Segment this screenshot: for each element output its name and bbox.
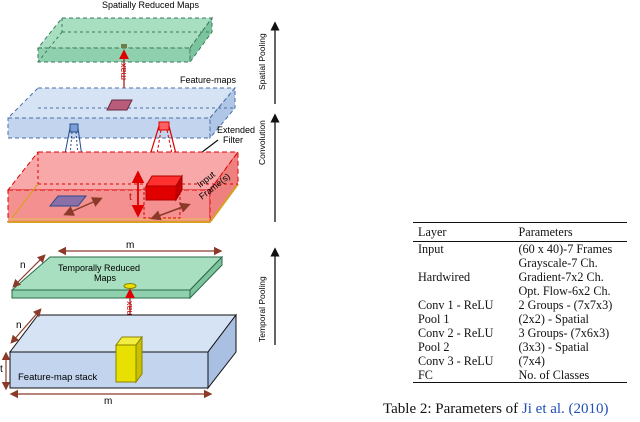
cell-layer <box>413 256 505 270</box>
table-row: Conv 1 - ReLU 2 Groups - (7x7x3) <box>413 298 627 312</box>
red-filter-motion-arrow <box>150 202 191 221</box>
temporally-reduced-maps-plate <box>10 255 224 300</box>
feature-maps-plate <box>6 86 237 140</box>
spatially-reduced-maps-plate <box>36 16 213 64</box>
table-row: Conv 3 - ReLU (7x4) <box>413 354 627 368</box>
dim-n-label-stack: n <box>16 320 22 331</box>
cell-parameters: (3x3) - Spatial <box>518 340 589 354</box>
cell-layer: Conv 2 - ReLU <box>418 326 494 340</box>
caption-text: Table 2: Parameters of <box>383 401 522 417</box>
extended-filter-label-1: Extended <box>217 125 255 135</box>
convolution-label: Convolution <box>257 120 267 165</box>
cell-parameters: (7x4) <box>518 354 545 368</box>
max-label-top: max <box>118 62 128 80</box>
cell-parameters: Opt. Flow-6x2 Ch. <box>518 284 611 298</box>
temporally-reduced-maps-label-1: Temporally Reduced <box>58 263 140 273</box>
cell-parameters: (2x2) - Spatial <box>518 312 589 326</box>
table-row: Pool 1 (2x2) - Spatial <box>413 312 627 326</box>
cell-layer: FC <box>418 368 433 382</box>
table-row: Hardwired Gradient-7x2 Ch. <box>413 270 627 284</box>
cell-layer: Input <box>418 242 444 256</box>
temporal-pooling-column <box>115 335 143 384</box>
spatially-reduced-maps-label: Spatially Reduced Maps <box>102 0 200 10</box>
table-header-row: Layer Parameters <box>413 222 627 242</box>
cell-layer: Hardwired <box>418 270 471 284</box>
table-row: Opt. Flow-6x2 Ch. <box>413 284 627 298</box>
cell-layer: Conv 1 - ReLU <box>418 298 494 312</box>
cell-layer: Conv 3 - ReLU <box>418 354 494 368</box>
table-row: Input (60 x 40)-7 Frames <box>413 242 627 257</box>
cell-parameters: 2 Groups - (7x7x3) <box>518 298 613 312</box>
table-row: Grayscale-7 Ch. <box>413 256 627 270</box>
spatial-pooling-label: Spatial Pooling <box>257 33 267 90</box>
blue-filter-motion-arrow <box>63 197 103 216</box>
cnn-architecture-diagram: Spatially Reduced Maps max Feature-maps … <box>0 0 280 407</box>
extended-filter-label-2: Filter <box>223 135 243 145</box>
feature-map-stack-box <box>8 313 238 390</box>
dim-n-arrow-top <box>12 254 46 288</box>
feature-maps-label: Feature-maps <box>180 75 237 85</box>
header-parameters: Parameters <box>518 225 573 239</box>
temporal-pooling-label: Temporal Pooling <box>257 276 267 342</box>
dim-m-label-top: m <box>126 240 134 251</box>
table-row: Pool 2 (3x3) - Spatial <box>413 340 627 354</box>
temporal-pooled-unit <box>123 283 137 289</box>
table-row: FC No. of Classes <box>413 368 627 383</box>
cell-layer <box>413 284 505 298</box>
cell-layer: Pool 1 <box>418 312 450 326</box>
cell-parameters: 3 Groups- (7x6x3) <box>518 326 610 340</box>
dim-n-label-top: n <box>20 260 26 271</box>
feature-map-stack-label: Feature-map stack <box>18 372 97 383</box>
dim-t-label-stack: t <box>0 364 3 375</box>
dim-n-arrow-stack <box>10 308 42 344</box>
table-caption: Table 2: Parameters of Ji et al. (2010) <box>383 401 609 418</box>
header-layer: Layer <box>418 225 447 239</box>
cell-parameters: No. of Classes <box>518 368 590 382</box>
cell-layer: Pool 2 <box>418 340 450 354</box>
cell-parameters: (60 x 40)-7 Frames <box>518 242 613 256</box>
parameters-table: Layer Parameters Input (60 x 40)-7 Frames… <box>413 222 627 383</box>
pooled-unit <box>121 44 127 48</box>
citation-link[interactable]: Ji et al. (2010) <box>521 401 609 417</box>
table-row: Conv 2 - ReLU 3 Groups- (7x6x3) <box>413 326 627 340</box>
max-label-bottom: max <box>124 300 134 318</box>
feature-map-unit <box>106 99 133 111</box>
cell-parameters: Gradient-7x2 Ch. <box>518 270 604 284</box>
filter-temporal-depth-label: t <box>129 192 132 203</box>
cell-parameters: Grayscale-7 Ch. <box>518 256 598 270</box>
dim-m-label-bottom: m <box>104 396 112 407</box>
temporally-reduced-maps-label-2: Maps <box>94 273 117 283</box>
